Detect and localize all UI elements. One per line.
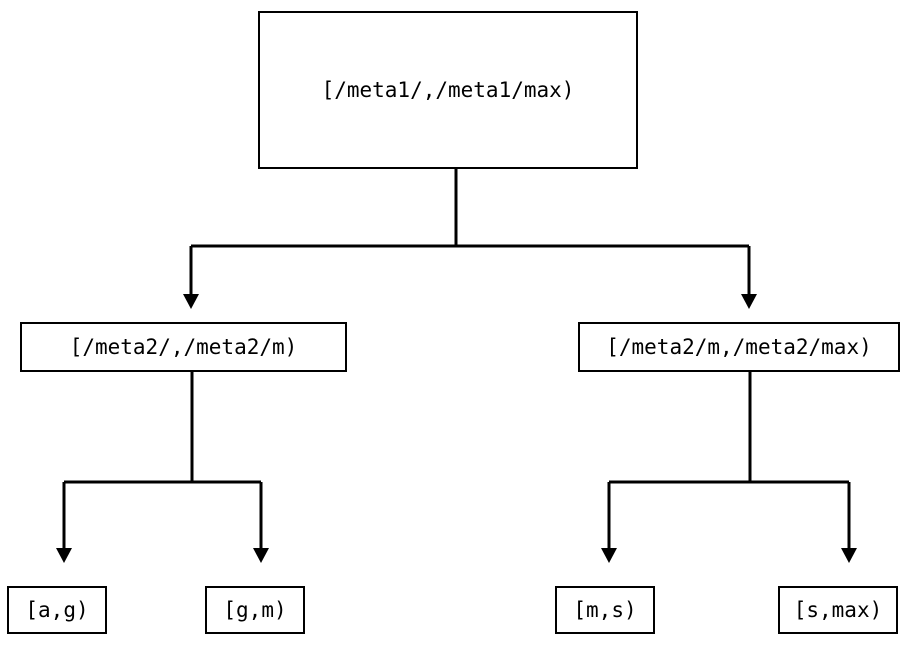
node-leaf-s-max[interactable]: [s,max) — [778, 586, 898, 634]
arrow-head-leaf-a-g-icon — [56, 548, 72, 563]
node-leaf-m-s[interactable]: [m,s) — [555, 586, 655, 634]
arrow-head-leaf-m-s-icon — [601, 548, 617, 563]
edge-root-to-mid-left — [183, 169, 749, 309]
node-leaf-g-m[interactable]: [g,m) — [205, 586, 305, 634]
arrow-head-leaf-s-max-icon — [841, 548, 857, 563]
edge-mid-right-to-leaves — [601, 372, 857, 563]
node-leaf-a-g[interactable]: [a,g) — [7, 586, 107, 634]
node-mid-left[interactable]: [/meta2/,/meta2/m) — [20, 322, 347, 372]
arrow-head-mid-left-icon — [183, 294, 199, 309]
arrow-head-leaf-g-m-icon — [253, 548, 269, 563]
arrow-head-mid-right-icon — [741, 294, 757, 309]
edge-root-to-mid-right — [741, 246, 757, 309]
edge-mid-left-to-leaves — [56, 372, 269, 563]
node-root[interactable]: [/meta1/,/meta1/max) — [258, 11, 638, 169]
node-mid-right[interactable]: [/meta2/m,/meta2/max) — [578, 322, 900, 372]
